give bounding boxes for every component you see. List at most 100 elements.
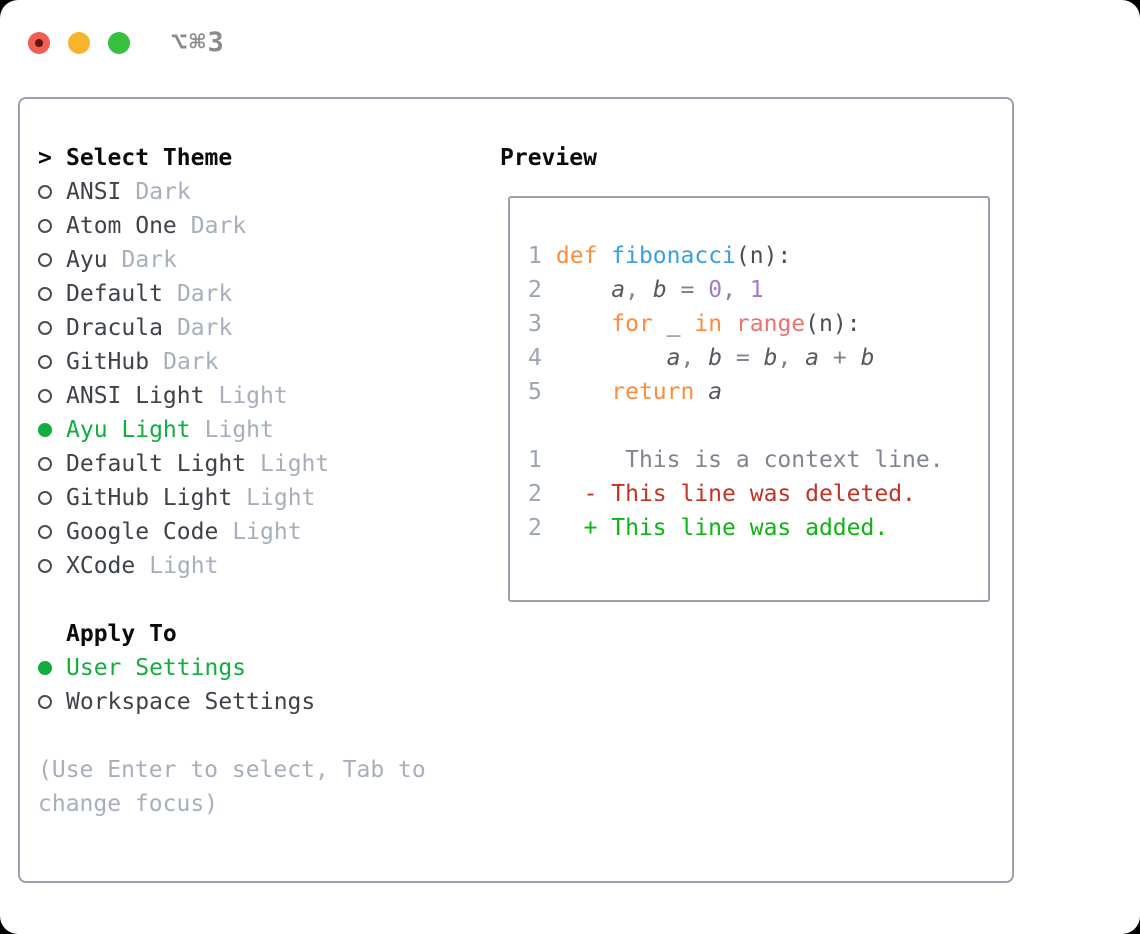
line-number: 5: [528, 379, 542, 405]
code-segment: return: [611, 379, 695, 405]
code-segment: [694, 379, 708, 405]
theme-option[interactable]: Default Dark: [38, 277, 426, 311]
apply-option-label: User Settings: [66, 655, 247, 681]
window-title: ⌥⌘3: [171, 27, 226, 58]
theme-option[interactable]: Ayu Dark: [38, 243, 426, 277]
code-segment: range: [735, 311, 806, 337]
theme-variant: Dark: [190, 213, 247, 239]
line-number: 1: [528, 243, 542, 269]
code-segment: [556, 277, 611, 303]
close-button[interactable]: [28, 31, 50, 54]
line-number: 2: [528, 481, 542, 507]
theme-name: XCode: [66, 553, 136, 579]
code-segment: =: [666, 277, 709, 303]
theme-option[interactable]: Dracula Dark: [38, 311, 426, 345]
theme-option[interactable]: ANSI Light Light: [38, 379, 426, 413]
radio-icon: [38, 389, 52, 403]
theme-name: Default: [66, 281, 163, 307]
code-segment: [597, 243, 611, 269]
spacer: [38, 583, 426, 617]
code-segment: b: [652, 277, 667, 303]
code-line: 5 return a: [528, 375, 988, 409]
code-segment: b: [708, 345, 723, 371]
code-segment: 0: [708, 277, 723, 303]
theme-variant: Dark: [176, 281, 233, 307]
code-segment: =: [722, 345, 764, 371]
code-segment: [556, 345, 667, 371]
theme-variant: Dark: [163, 349, 219, 375]
theme-variant: Light: [149, 553, 219, 579]
theme-name: ANSI Light: [66, 383, 205, 409]
theme-variant: Dark: [135, 179, 191, 205]
select-theme-header: > Select Theme: [38, 141, 426, 175]
apply-to-title: Apply To: [66, 621, 177, 647]
code-segment: fibonacci: [611, 243, 736, 269]
theme-variant: Light: [218, 383, 288, 409]
code-segment: [556, 311, 611, 337]
code-line: 4 a, b = b, a + b: [528, 341, 988, 375]
code-line: 3 for _ in range(n):: [528, 307, 988, 341]
theme-variant: Dark: [176, 315, 233, 341]
code-segment: b: [763, 345, 778, 371]
radio-icon: [38, 355, 52, 369]
theme-option[interactable]: ANSI Dark: [38, 175, 426, 209]
code-line: [528, 409, 988, 443]
radio-icon: [38, 559, 52, 573]
hint-text: change focus): [38, 791, 219, 817]
apply-option[interactable]: Workspace Settings: [38, 685, 426, 719]
apply-option-label: Workspace Settings: [66, 689, 316, 715]
code-segment: _: [652, 311, 695, 337]
code-segment: ,: [625, 277, 653, 303]
line-number: 2: [528, 515, 542, 541]
code-segment: ,: [777, 345, 806, 371]
radio-icon: [38, 695, 52, 709]
zoom-button[interactable]: [108, 31, 130, 54]
code-segment: a: [708, 379, 723, 405]
code-segment: 1: [749, 277, 764, 303]
code-segment: a: [611, 277, 626, 303]
theme-name: GitHub Light: [66, 485, 233, 511]
radio-icon: [38, 423, 52, 437]
hint-text: (Use Enter to select, Tab to: [38, 757, 426, 783]
line-number: 2: [528, 277, 542, 303]
theme-name: Ayu: [66, 247, 108, 273]
code-segment: for: [611, 311, 653, 337]
code-segment: (n):: [805, 311, 861, 337]
apply-option[interactable]: User Settings: [38, 651, 426, 685]
theme-name: Google Code: [66, 519, 219, 545]
code-segment: [722, 311, 736, 337]
prompt-icon: >: [38, 145, 52, 171]
theme-name: ANSI: [66, 179, 122, 205]
radio-icon: [38, 253, 52, 267]
theme-option[interactable]: XCode Light: [38, 549, 426, 583]
preview-header: Preview: [500, 141, 990, 175]
minimize-button[interactable]: [68, 31, 90, 54]
theme-name: Dracula: [66, 315, 163, 341]
code-segment: +: [819, 345, 861, 371]
code-segment: This is a context line.: [555, 447, 944, 473]
theme-variant: Dark: [121, 247, 177, 273]
code-segment: b: [860, 345, 875, 371]
code-segment: ,: [680, 345, 709, 371]
code-segment: a: [666, 345, 681, 371]
code-segment: [556, 379, 611, 405]
theme-variant: Light: [246, 485, 316, 511]
preview-title: Preview: [500, 145, 597, 171]
radio-icon: [38, 219, 52, 233]
theme-variant: Light: [260, 451, 330, 477]
code-segment: (n):: [735, 243, 792, 269]
radio-icon: [38, 321, 52, 335]
code-segment: ,: [722, 277, 750, 303]
theme-option[interactable]: GitHub Light Light: [38, 481, 426, 515]
